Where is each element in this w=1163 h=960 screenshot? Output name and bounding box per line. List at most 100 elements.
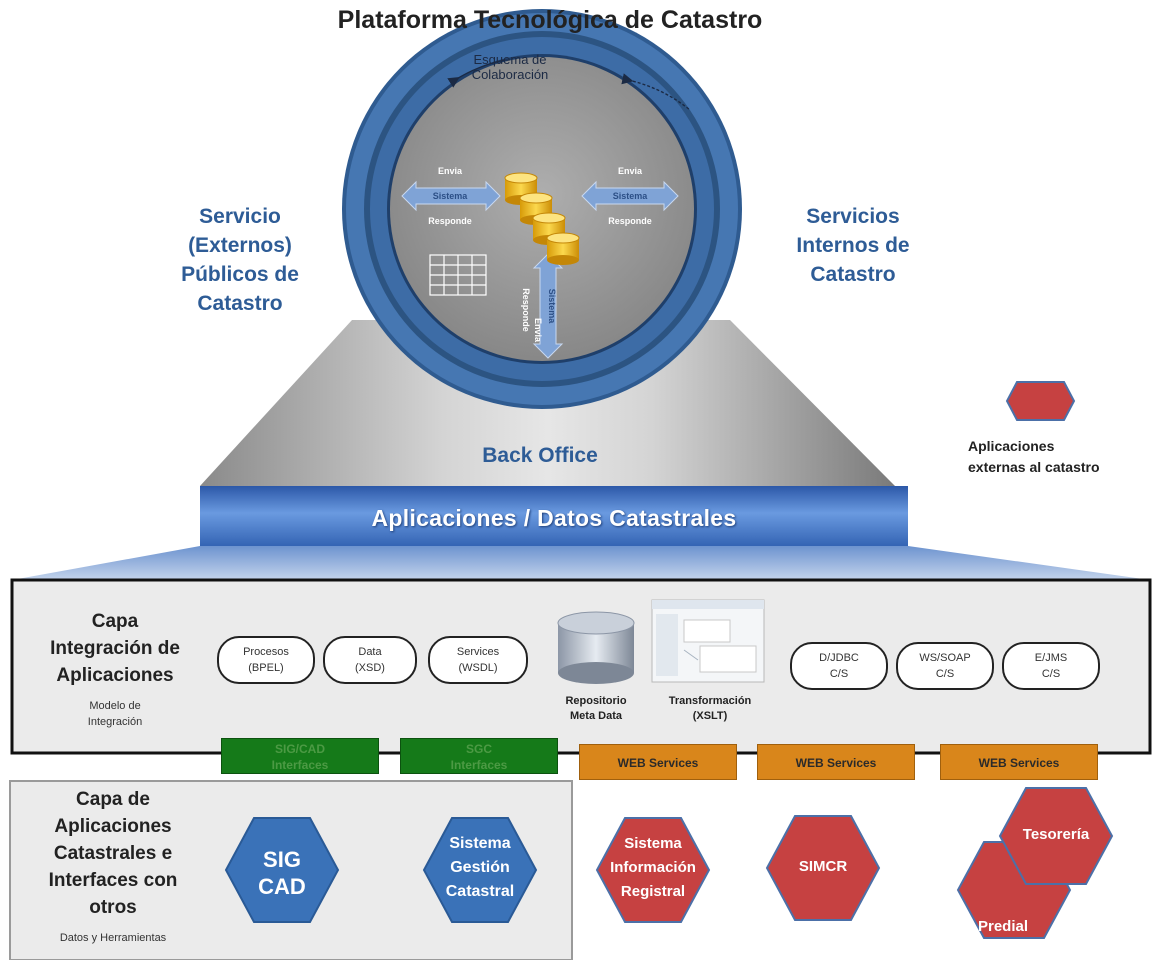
vertical-arrow-middle-label: Sistema — [547, 288, 557, 324]
pill-services-line-1: Services — [456, 646, 500, 658]
legend-line-2: externas al catastro — [968, 459, 1100, 475]
pill-data-line-2: (XSD) — [355, 662, 385, 674]
pill-services: Services (WSDL) — [428, 636, 528, 684]
integration-layer-title: Capa Integración de Aplicaciones — [24, 608, 206, 689]
database-stack-icon — [504, 172, 580, 265]
pill-jdbc-line-1: D/JDBC — [819, 652, 859, 664]
integration-subtitle-line-1: Modelo de — [89, 700, 141, 712]
apps-layer-subtitle: Datos y Herramientas — [59, 932, 167, 944]
transformation-window-icon — [651, 599, 765, 683]
right-arrow-middle-label: Sistema — [612, 191, 648, 201]
apps-title-line-4: Interfaces con — [48, 870, 178, 891]
collab-line-1: Esquema de — [473, 52, 547, 67]
right-arrow-top-label: Envia — [617, 166, 642, 176]
collaboration-label: Esquema de Colaboración — [440, 52, 580, 82]
legend-hexagon — [1005, 381, 1076, 421]
left-arrow-middle-label: Sistema — [432, 191, 468, 201]
grid-icon — [429, 254, 487, 296]
pill-processes-line-1: Procesos — [243, 646, 289, 658]
cad-label-line: CAD — [258, 874, 306, 899]
pill-jdbc: D/JDBC C/S — [790, 642, 888, 690]
repository-label-line-1: Repositorio — [565, 695, 627, 707]
integration-layer-subtitle: Modelo de Integración — [24, 698, 206, 730]
external-services-line-1: Servicio — [199, 205, 281, 228]
pill-soap-line-1: WS/SOAP — [919, 652, 971, 664]
interface-sgc-line-1: SGC — [465, 742, 492, 756]
gestion-line-3: Catastral — [445, 883, 515, 900]
legend-line-1: Aplicaciones — [968, 438, 1055, 454]
pill-jms: E/JMS C/S — [1002, 642, 1100, 690]
back-office-label: Back Office — [482, 444, 598, 467]
pill-processes: Procesos (BPEL) — [217, 636, 315, 684]
internal-services-line-2: Internos de — [796, 234, 910, 257]
external-services-line-2: (Externos) — [188, 234, 292, 257]
registral-line-2: Información — [610, 859, 696, 876]
integration-subtitle-line-2: Integración — [87, 716, 143, 728]
interface-sig-cad: SIG/CAD Interfaces — [221, 738, 379, 774]
pill-data-line-1: Data — [358, 646, 382, 658]
pill-soap-line-2: C/S — [935, 668, 955, 680]
right-double-arrow — [581, 180, 679, 212]
vertical-arrow-top-label: Envia — [533, 317, 543, 342]
gestion-line-1: Sistema — [449, 835, 511, 852]
pill-soap: WS/SOAP C/S — [896, 642, 994, 690]
applications-band-label: Aplicaciones / Datos Catastrales — [371, 505, 737, 531]
interface-web-services-2: WEB Services — [757, 744, 915, 780]
applications-band — [200, 486, 908, 546]
sig-label-line: SIG — [263, 847, 301, 872]
gestion-line-2: Gestión — [450, 859, 510, 876]
interface-sig-cad-line-1: SIG/CAD — [274, 742, 325, 756]
band-flare — [12, 546, 1150, 580]
hexagon-gestion-catastral-label: Sistema Gestión Catastral — [424, 832, 536, 904]
pill-jms-line-2: C/S — [1041, 668, 1061, 680]
external-services-label: Servicio (Externos) Públicos de Catastro — [150, 202, 330, 318]
hexagon-sig-cad-label: SIG CAD — [226, 846, 338, 900]
repository-label: Repositorio Meta Data — [546, 694, 646, 724]
internal-services-line-3: Catastro — [810, 263, 896, 286]
integration-title-line-3: Aplicaciones — [56, 665, 174, 686]
interface-sgc: SGC Interfaces — [400, 738, 558, 774]
external-apps-legend: Aplicaciones externas al catastro — [968, 436, 1163, 478]
integration-title-line-1: Capa — [91, 611, 139, 632]
repository-label-line-2: Meta Data — [570, 710, 622, 722]
hexagon-predial-label: Predial — [977, 918, 1029, 935]
interface-sig-cad-line-2: Interfaces — [271, 758, 329, 772]
pill-data: Data (XSD) — [323, 636, 417, 684]
vertical-arrow-bottom-label: Responde — [521, 288, 531, 332]
transformation-label-line-1: Transformación — [668, 695, 752, 707]
registral-line-3: Registral — [620, 883, 686, 900]
left-arrow-top-label: Envia — [437, 166, 462, 176]
left-arrow-bottom-label: Responde — [428, 216, 472, 226]
apps-layer-title: Capa de Aplicaciones Catastrales e Inter… — [14, 786, 212, 921]
transformation-label-line-2: (XSLT) — [692, 710, 728, 722]
internal-services-line-1: Servicios — [806, 205, 900, 228]
external-services-line-4: Catastro — [197, 292, 283, 315]
interface-web-services-3: WEB Services — [940, 744, 1098, 780]
pill-services-line-2: (WSDL) — [458, 662, 498, 674]
hexagon-tesoreria-label: Tesorería — [1022, 826, 1090, 843]
hexagon-simcr-label: SIMCR — [798, 858, 848, 875]
hexagon-registral-label: Sistema Información Registral — [597, 832, 709, 904]
external-services-line-3: Públicos de — [181, 263, 299, 286]
apps-title-line-1: Capa de — [76, 789, 150, 810]
apps-title-line-5: otros — [89, 897, 137, 918]
pill-processes-line-2: (BPEL) — [248, 662, 284, 674]
interface-sgc-line-2: Interfaces — [450, 758, 508, 772]
pill-jdbc-line-2: C/S — [829, 668, 849, 680]
registral-line-1: Sistema — [624, 835, 682, 852]
left-double-arrow — [401, 180, 501, 212]
internal-services-label: Servicios Internos de Catastro — [768, 202, 938, 289]
transformation-label: Transformación (XSLT) — [650, 694, 770, 724]
collab-line-2: Colaboración — [471, 67, 549, 82]
integration-title-line-2: Integración de — [50, 638, 180, 659]
repository-cylinder-icon — [557, 611, 635, 684]
apps-title-line-2: Aplicaciones — [54, 816, 172, 837]
pill-jms-line-1: E/JMS — [1034, 652, 1068, 664]
apps-title-line-3: Catastrales e — [53, 843, 173, 864]
vertical-double-arrow — [532, 253, 564, 359]
right-arrow-bottom-label: Responde — [608, 216, 652, 226]
diagram-title: Plataforma Tecnológica de Catastro — [337, 6, 763, 34]
interface-web-services-1: WEB Services — [579, 744, 737, 780]
